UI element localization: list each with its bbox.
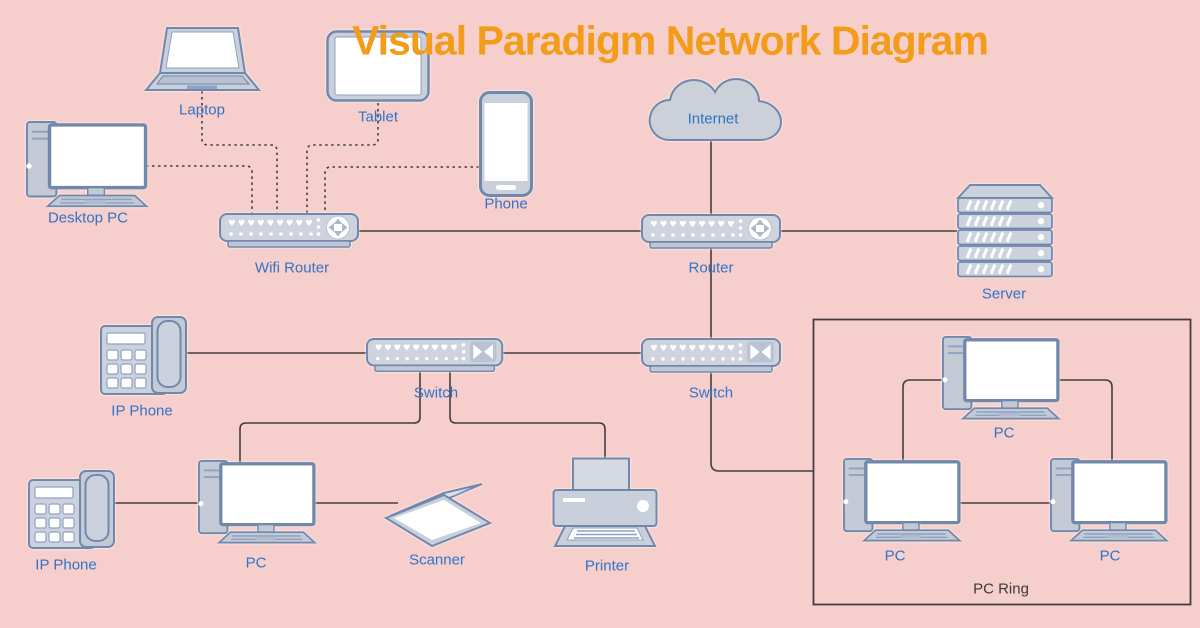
ip-phone-2-icon: [28, 470, 115, 549]
connection-switch-1-pc-1: [239, 372, 421, 464]
page-title: Visual Paradigm Network Diagram: [352, 17, 989, 64]
internet-label: Internet: [687, 110, 739, 128]
laptop-icon: [145, 27, 260, 91]
ring-pc-right-icon: [1048, 457, 1169, 543]
router-icon: [641, 214, 781, 249]
connection-switch-2-pc-ring: [710, 372, 813, 472]
desktop-pc-icon: [24, 120, 149, 208]
wifi-router-icon: [219, 213, 359, 248]
ip-phone-2-label: IP Phone: [35, 556, 97, 574]
phone-label: Phone: [484, 195, 528, 213]
connections: [114, 91, 1113, 504]
ip-phone-1-icon: [100, 316, 187, 395]
scanner-label: Scanner: [409, 551, 465, 569]
switch-2-icon: [641, 338, 781, 373]
ring-pc-left-icon: [841, 457, 962, 543]
pc-ring-group-box: [812, 318, 1192, 606]
wifi-router-label: Wifi Router: [254, 259, 330, 277]
connection-desktop-pc-wifi-router: [146, 165, 253, 213]
scanner-icon: [385, 483, 491, 547]
pc-1-label: PC: [245, 554, 267, 572]
desktop-pc-label: Desktop PC: [47, 209, 129, 227]
internet-cloud-icon: [648, 77, 783, 141]
ip-phone-1-label: IP Phone: [111, 402, 173, 420]
printer-icon: [552, 457, 658, 547]
connection-phone-wifi-router: [324, 166, 479, 213]
phone-icon: [479, 91, 533, 197]
switch-1-icon: [366, 338, 504, 373]
router-label: Router: [688, 259, 734, 277]
printer-label: Printer: [584, 557, 630, 575]
connection-ring-pc-top-ring-pc-right: [1058, 379, 1113, 462]
server-label: Server: [981, 285, 1027, 303]
switch-2-label: Switch: [688, 384, 734, 402]
server-icon: [958, 185, 1052, 277]
switch-1-label: Switch: [413, 384, 459, 402]
ring-pc-left-label: PC: [884, 547, 906, 565]
pc-1-icon: [196, 459, 317, 545]
connection-laptop-wifi-router: [201, 91, 278, 213]
ring-pc-top-label: PC: [993, 424, 1015, 442]
connection-ring-pc-top-ring-pc-left: [902, 379, 942, 462]
connection-switch-1-printer: [449, 372, 606, 459]
laptop-label: Laptop: [179, 101, 225, 119]
pc-ring-group-label: PC Ring: [973, 580, 1029, 598]
ring-pc-top-icon: [940, 335, 1061, 421]
connection-tablet-wifi-router: [306, 103, 379, 213]
ring-pc-right-label: PC: [1099, 547, 1121, 565]
tablet-label: Tablet: [357, 108, 399, 126]
